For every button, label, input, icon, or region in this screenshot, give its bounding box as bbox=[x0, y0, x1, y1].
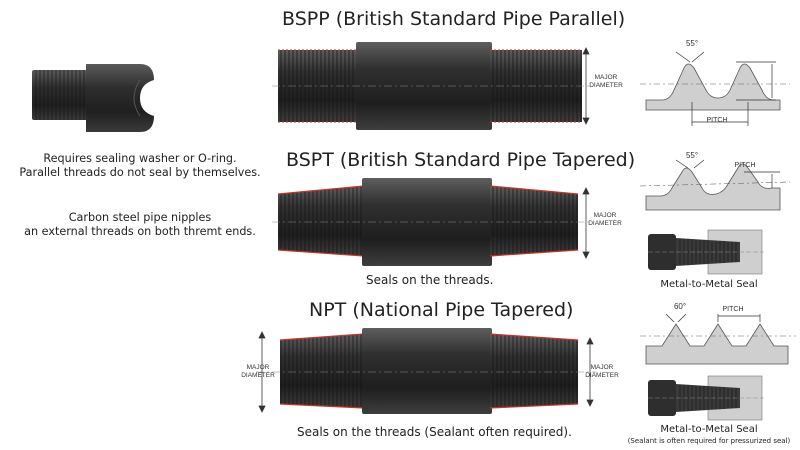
bspp-pipe bbox=[272, 42, 592, 130]
npt-right-thread bbox=[489, 333, 579, 409]
bspt-seal-caption: Seals on the threads. bbox=[366, 273, 494, 287]
npt-left-thread bbox=[279, 333, 365, 409]
nipple-note-line-2: an external threads on both thremt ends. bbox=[24, 225, 256, 238]
npt-angle-label: 60° bbox=[673, 302, 687, 311]
bspt-pipe bbox=[272, 178, 592, 266]
sealant-note: (Sealant is often required for pressuriz… bbox=[627, 437, 791, 445]
bspt-major-diameter-label: MAJOR DIAMETER bbox=[588, 212, 622, 227]
short-nipple-body bbox=[86, 64, 154, 132]
npt-thread-profile bbox=[640, 313, 796, 365]
npt-pipe bbox=[256, 328, 596, 414]
npt-metal-seal-illustration bbox=[648, 375, 764, 421]
bspt-angle-label: 55° bbox=[685, 151, 699, 160]
washer-note-line-2: Parallel threads do not seal by themselv… bbox=[19, 166, 261, 179]
bspt-thread-profile bbox=[640, 159, 791, 211]
npt-left-major-diameter-label: MAJOR DIAMETER bbox=[241, 364, 275, 379]
npt-right-major-diameter-label: MAJOR DIAMETER bbox=[585, 364, 619, 379]
bspt-left-thread bbox=[277, 185, 365, 257]
bspt-diameter-arrow bbox=[582, 187, 590, 259]
washer-note-line-1: Requires sealing washer or O-ring. bbox=[43, 152, 237, 165]
washer-note: Requires sealing washer or O-ring. Paral… bbox=[10, 152, 270, 180]
npt-title: NPT (National Pipe Tapered) bbox=[309, 299, 574, 321]
bspp-major-diameter-label: MAJOR DIAMETER bbox=[589, 74, 623, 89]
npt-seal-caption: Seals on the threads (Sealant often requ… bbox=[297, 425, 572, 439]
metal-seal-caption-1: Metal-to-Metal Seal bbox=[660, 279, 758, 290]
metal-seal-caption-2: Metal-to-Metal Seal bbox=[660, 424, 758, 435]
short-nipple-illustration bbox=[32, 64, 154, 132]
bspp-diameter-arrow bbox=[582, 47, 590, 125]
bspt-title: BSPT (British Standard Pipe Tapered) bbox=[286, 149, 636, 171]
short-nipple-threads bbox=[32, 70, 88, 120]
npt-center-body bbox=[362, 328, 492, 414]
bspt-right-thread bbox=[489, 185, 579, 257]
bspt-metal-seal-illustration bbox=[648, 229, 764, 275]
bspp-angle-label: 55° bbox=[685, 39, 699, 48]
nipple-note: Carbon steel pipe nipples an external th… bbox=[10, 211, 270, 239]
npt-pitch-label: PITCH bbox=[722, 306, 744, 313]
nipple-note-line-1: Carbon steel pipe nipples bbox=[68, 211, 212, 224]
bspp-pitch-label: PITCH bbox=[706, 117, 728, 124]
npt-right-diameter-arrow bbox=[586, 337, 594, 407]
bspp-title: BSPP (British Standard Pipe Parallel) bbox=[282, 8, 626, 30]
bspt-pitch-label: PITCH bbox=[734, 162, 756, 169]
bspp-thread-profile bbox=[640, 51, 790, 126]
